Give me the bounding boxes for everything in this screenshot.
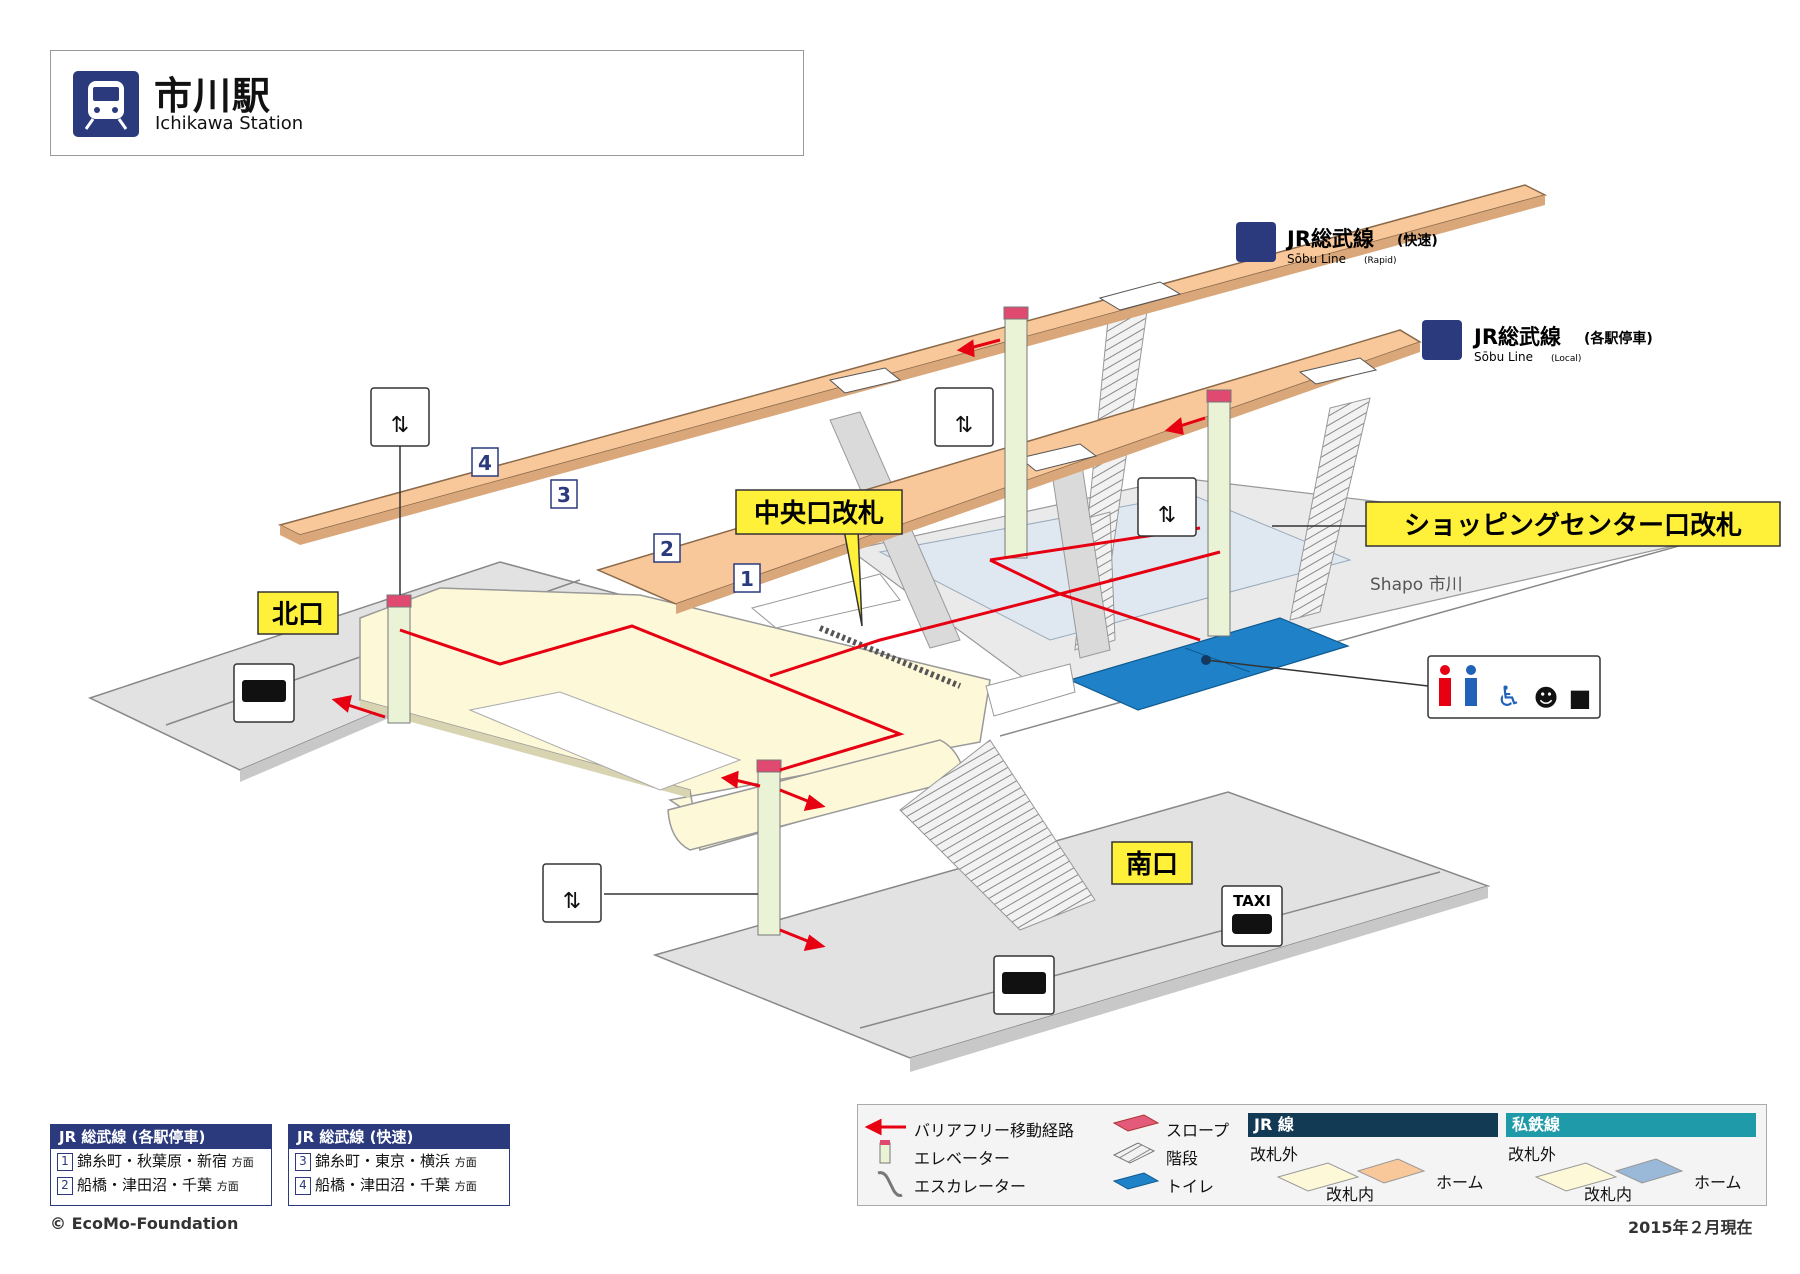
legend-private-platform: ホーム — [1694, 1173, 1742, 1192]
line-tag-rapid: JR総武線 (快速) Sōbu Line (Rapid) — [1236, 222, 1438, 266]
svg-text:2: 2 — [660, 537, 674, 561]
svg-text:(快速): (快速) — [1397, 232, 1438, 249]
private-gate-legend-icon — [1534, 1158, 1684, 1192]
south-exit-label: 南口 — [1111, 841, 1193, 885]
svg-text:JR総武線: JR総武線 — [1472, 325, 1561, 349]
legend-symbols — [864, 1114, 1684, 1197]
svg-text:3: 3 — [557, 483, 571, 507]
legend-slope: スロープ — [1166, 1121, 1230, 1140]
destinations-local-header: JR 総武線 (各駅停車) — [51, 1125, 271, 1149]
elevator-icon: ⇅ ⇅ ⇅ ⇅ — [370, 387, 1197, 923]
station-title-box: 市川駅 Ichikawa Station — [50, 50, 804, 156]
svg-text:JR総武線: JR総武線 — [1285, 227, 1374, 251]
svg-text:⇅: ⇅ — [955, 413, 973, 438]
station-name-en: Ichikawa Station — [155, 113, 304, 134]
svg-text:Sōbu Line: Sōbu Line — [1287, 252, 1346, 266]
stairs-south — [899, 739, 1096, 931]
legend-stairs: 階段 — [1166, 1149, 1199, 1168]
svg-text:⇅: ⇅ — [1158, 503, 1176, 528]
legend-escalator: エスカレーター — [914, 1177, 1027, 1196]
route-legend-icon — [864, 1118, 906, 1136]
svg-text:ショッピングセンター口改札: ショッピングセンター口改札 — [1404, 510, 1742, 541]
toilet-legend-icon — [1112, 1172, 1160, 1190]
bus-icon — [233, 663, 1055, 1015]
legend-elevator: エレベーター — [914, 1149, 1011, 1168]
svg-text:Sōbu Line: Sōbu Line — [1474, 350, 1533, 364]
copyright: © EcoMo-Foundation — [50, 1214, 239, 1233]
shapo-label: Shapo 市川 — [1370, 575, 1463, 595]
svg-text:TAXI: TAXI — [1233, 892, 1271, 910]
legend-private-header: 私鉄線 — [1506, 1113, 1756, 1137]
elevator-shaft — [387, 315, 1231, 936]
svg-text:■: ■ — [1569, 684, 1592, 712]
shopping-gate-label: ショッピングセンター口改札 — [1272, 501, 1781, 547]
legend-jr-inside: 改札内 — [1326, 1185, 1375, 1204]
platform-number-badge: 1 2 3 4 — [471, 447, 761, 593]
legend: バリアフリー移動経路 エレベーター エスカレーター スロープ 階段 トイレ JR… — [857, 1104, 1767, 1206]
train-icon — [73, 71, 139, 137]
legend-private-inside: 改札内 — [1584, 1185, 1633, 1204]
svg-text:☻: ☻ — [1533, 684, 1558, 712]
north-exit-label: 北口 — [257, 591, 339, 635]
svg-text:(Local): (Local) — [1551, 354, 1581, 364]
legend-jr-outside: 改札外 — [1250, 1145, 1299, 1164]
line-tag-local: JR総武線 (各駅停車) Sōbu Line (Local) — [1422, 320, 1653, 364]
toilet-icon: ♿ ☻ ■ — [1427, 655, 1601, 719]
jr-gate-legend-icon — [1276, 1158, 1426, 1192]
legend-toilet: トイレ — [1166, 1177, 1215, 1196]
legend-private-outside: 改札外 — [1508, 1145, 1557, 1164]
svg-text:北口: 北口 — [272, 600, 324, 630]
svg-text:(各駅停車): (各駅停車) — [1584, 330, 1653, 347]
svg-text:⇅: ⇅ — [563, 889, 581, 914]
station-name-jp: 市川駅 — [154, 74, 272, 118]
elevator-legend-icon — [879, 1140, 891, 1164]
as-of-date: 2015年２月現在 — [1628, 1218, 1753, 1237]
destinations-rapid-header: JR 総武線 (快速) — [289, 1125, 509, 1149]
stairs-local — [1289, 397, 1371, 621]
central-gate-label: 中央口改札 — [735, 489, 903, 627]
stairs-legend-icon — [1112, 1142, 1156, 1164]
jr-logo-icon: JR — [297, 1128, 315, 1146]
svg-text:♿: ♿ — [1496, 680, 1521, 713]
svg-text:南口: 南口 — [1126, 850, 1178, 880]
legend-barrier-free: バリアフリー移動経路 — [914, 1121, 1075, 1140]
svg-text:⇅: ⇅ — [391, 413, 409, 438]
escalator-legend-icon — [877, 1171, 903, 1197]
svg-text:(Rapid): (Rapid) — [1364, 256, 1397, 266]
jr-logo-icon: JR — [59, 1128, 77, 1146]
svg-text:中央口改札: 中央口改札 — [754, 498, 884, 529]
legend-jr-platform: ホーム — [1436, 1173, 1484, 1192]
taxi-icon: TAXI — [1221, 885, 1283, 947]
svg-text:1: 1 — [740, 567, 754, 591]
slope-legend-icon — [1112, 1114, 1160, 1132]
legend-jr-header: JR 線 — [1248, 1113, 1498, 1137]
route-arrow — [331, 338, 1206, 951]
svg-text:4: 4 — [478, 451, 492, 475]
